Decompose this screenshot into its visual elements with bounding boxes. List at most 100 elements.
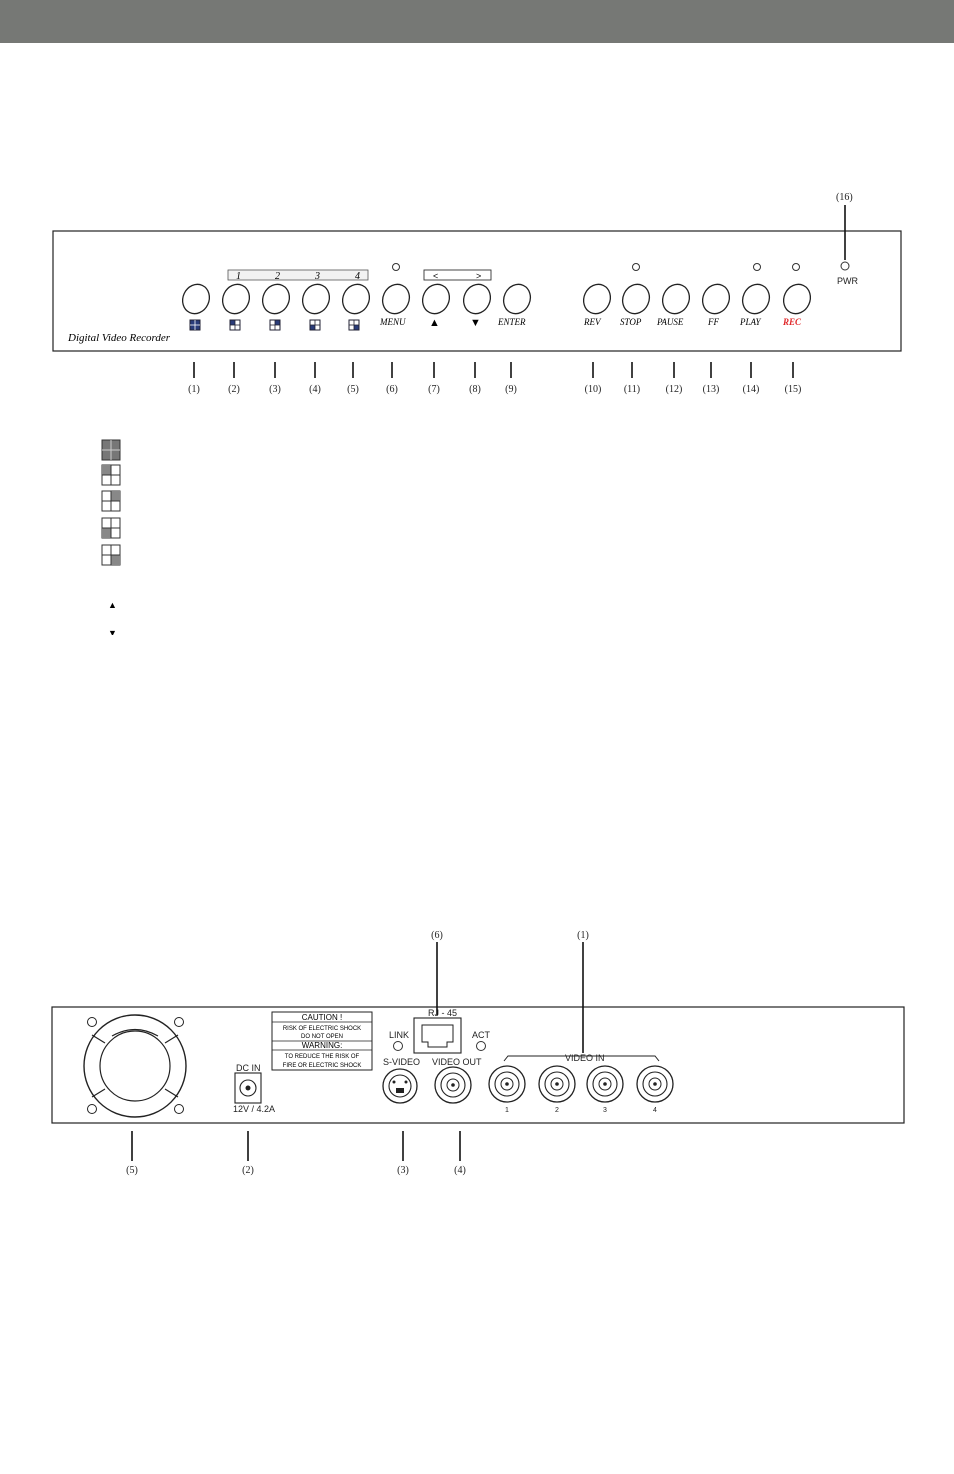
video-in-port-1: 1 xyxy=(488,1065,526,1114)
rj45-port xyxy=(413,1017,462,1054)
legend: ▲ ▼ xyxy=(101,439,121,635)
callout-number: (5) xyxy=(347,384,359,395)
callout-number: (15) xyxy=(785,384,802,395)
callout-number: (2) xyxy=(228,384,240,395)
channel-strip-2: 2 xyxy=(275,271,280,282)
channel-1-view-icon xyxy=(229,319,241,331)
callout-number: (11) xyxy=(624,384,640,395)
enter-button[interactable]: ENTER xyxy=(497,280,535,327)
caution-title: CAUTION ! xyxy=(302,1013,342,1022)
video-in-port-number: 2 xyxy=(555,1107,559,1114)
front-panel-diagram: Digital Video Recorder 1 2 3 4 < > PWR (… xyxy=(52,192,902,395)
front-callouts: (1) (2) (3) (4) (5) (6) (7) (8) (9) (10) (11) (12) (… xyxy=(188,362,801,395)
warning-line-2: FIRE OR ELECTRIC SHOCK xyxy=(283,1063,362,1069)
ff-button-label: FF xyxy=(707,317,719,327)
video-in-port-3: 3 xyxy=(586,1065,624,1114)
channel-strip-3: 3 xyxy=(314,271,320,282)
channel-strip: 1 2 3 4 xyxy=(227,269,369,282)
stop-led xyxy=(632,263,640,271)
dc-rating: 12V / 4.2A xyxy=(233,1104,275,1114)
legend-down-arrow-icon: ▼ xyxy=(108,628,117,635)
callout-number: (4) xyxy=(454,1165,466,1176)
menu-button-label: MENU xyxy=(379,317,406,327)
ff-button[interactable]: FF xyxy=(698,280,734,327)
video-in-bracket xyxy=(503,1055,660,1062)
rj45-label: RJ - 45 xyxy=(428,1008,457,1018)
play-button[interactable]: PLAY xyxy=(738,280,774,327)
button-quad[interactable] xyxy=(178,280,214,331)
legend-up-arrow-icon: ▲ xyxy=(108,600,117,610)
channel-4-view-icon xyxy=(101,544,121,566)
svideo-label: S-VIDEO xyxy=(383,1057,420,1067)
callout-16: (16) xyxy=(836,192,853,203)
rec-led xyxy=(792,263,800,271)
up-button[interactable]: ▲ xyxy=(418,280,454,329)
menu-button[interactable]: MENU xyxy=(378,280,414,327)
stop-button[interactable]: STOP xyxy=(618,280,654,327)
callout-number: (4) xyxy=(309,384,321,395)
callout-number: (8) xyxy=(469,384,481,395)
rec-button-label: REC xyxy=(782,317,802,327)
channel-4-view-icon xyxy=(348,319,360,331)
arrow-strip-right: > xyxy=(476,271,481,281)
callout-number: (12) xyxy=(666,384,683,395)
video-in-port-number: 3 xyxy=(603,1107,607,1114)
pause-button[interactable]: PAUSE xyxy=(656,280,694,327)
button-channel-3[interactable] xyxy=(298,280,334,331)
video-in-port-number: 1 xyxy=(505,1107,509,1114)
caution-line-2: DO NOT OPEN xyxy=(301,1034,343,1040)
channel-1-view-icon xyxy=(101,464,121,486)
callout-number: (6) xyxy=(431,930,443,941)
act-label: ACT xyxy=(472,1030,491,1040)
rev-button[interactable]: REV xyxy=(579,280,615,327)
video-out-port xyxy=(434,1066,472,1104)
callout-number: (7) xyxy=(428,384,440,395)
video-in-port-number: 4 xyxy=(653,1107,657,1114)
fan-icon xyxy=(83,1014,187,1118)
button-channel-2[interactable] xyxy=(258,280,294,331)
callout-number: (13) xyxy=(703,384,720,395)
callout-number: (6) xyxy=(386,384,398,395)
video-in-port-4: 4 xyxy=(636,1065,674,1114)
arrow-strip: < > xyxy=(423,269,492,281)
callout-number: (9) xyxy=(505,384,517,395)
channel-3-view-icon xyxy=(309,319,321,331)
dc-in-port: DC IN 12V / 4.2A xyxy=(233,1063,275,1114)
callout-number: (3) xyxy=(269,384,281,395)
channel-strip-4: 4 xyxy=(355,271,360,282)
rear-panel-body xyxy=(51,1006,905,1124)
link-led xyxy=(393,1041,403,1051)
callout-number: (2) xyxy=(242,1165,254,1176)
play-led xyxy=(753,263,761,271)
callout-number: (10) xyxy=(585,384,602,395)
channel-2-view-icon xyxy=(269,319,281,331)
callout-number: (1) xyxy=(188,384,200,395)
link-label: LINK xyxy=(389,1030,409,1040)
channel-3-view-icon xyxy=(101,517,121,539)
rev-button-label: REV xyxy=(583,317,602,327)
menu-led xyxy=(392,263,400,271)
quad-view-icon xyxy=(101,439,121,461)
power-label: PWR xyxy=(837,276,858,286)
rear-panel-diagram: DC IN 12V / 4.2A CAUTION ! RISK OF ELECT… xyxy=(51,930,905,1176)
callout-number: (1) xyxy=(577,930,589,941)
caution-line-1: RISK OF ELECTRIC SHOCK xyxy=(283,1026,361,1032)
brand-text: Digital Video Recorder xyxy=(67,332,171,344)
video-in-ports: 1 2 3 4 xyxy=(488,1065,674,1114)
button-channel-4[interactable] xyxy=(338,280,374,331)
header-bar xyxy=(0,0,954,43)
callout-number: (3) xyxy=(397,1165,409,1176)
video-in-port-2: 2 xyxy=(538,1065,576,1114)
rec-button[interactable]: REC xyxy=(779,280,815,327)
warning-line-1: TO REDUCE THE RISK OF xyxy=(285,1054,360,1060)
up-arrow-icon: ▲ xyxy=(429,317,440,329)
down-button[interactable]: ▼ xyxy=(459,280,495,329)
power-led xyxy=(840,261,850,271)
video-in-label: VIDEO IN xyxy=(565,1053,605,1063)
quad-view-icon xyxy=(189,319,201,331)
button-channel-1[interactable] xyxy=(218,280,254,331)
caution-label: CAUTION ! RISK OF ELECTRIC SHOCK DO NOT … xyxy=(271,1011,373,1071)
arrow-strip-left: < xyxy=(433,271,438,281)
enter-button-label: ENTER xyxy=(497,317,526,327)
svideo-port xyxy=(382,1068,418,1104)
